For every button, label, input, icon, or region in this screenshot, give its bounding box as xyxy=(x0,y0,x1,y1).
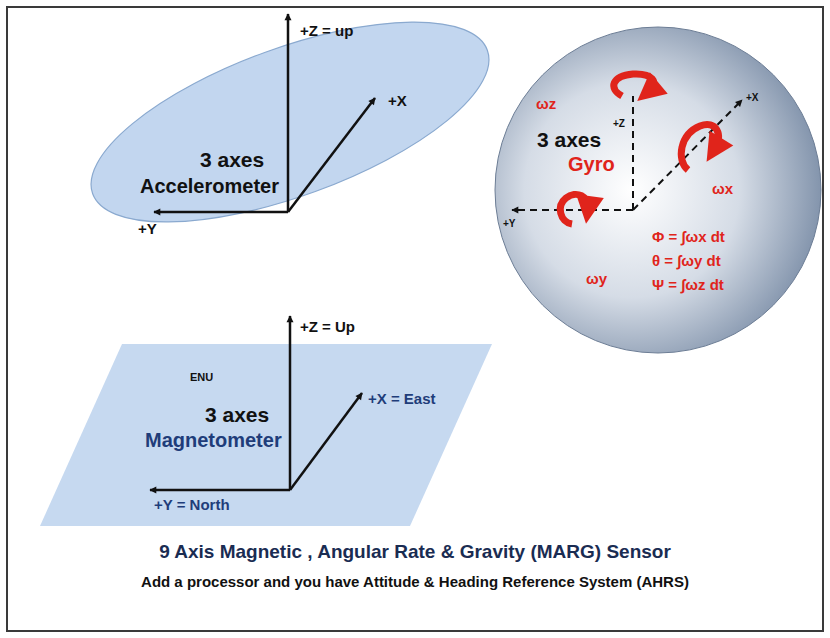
axis-label: +Z = Up xyxy=(300,318,355,335)
sensor-name: Gyro xyxy=(568,153,615,176)
axis-label: +Y xyxy=(503,218,516,230)
sensor-heading: 3 axes xyxy=(537,128,601,152)
rate-label: ωx xyxy=(712,180,733,197)
integral-equation: θ = ∫ωy dt xyxy=(652,252,721,269)
accelerometer-ellipse: 3 axesAccelerometer xyxy=(85,25,505,225)
rate-label: ωz xyxy=(536,95,556,112)
gyro-sphere-outline xyxy=(493,25,823,355)
axis-label: +Y = North xyxy=(154,496,230,513)
axis-label: +X xyxy=(746,92,759,104)
gyro-sphere: 3 axesGyro xyxy=(493,25,823,355)
integral-equation: Ψ = ∫ωz dt xyxy=(652,276,724,293)
sensor-heading: 3 axes xyxy=(200,148,264,172)
diagram-title: 9 Axis Magnetic , Angular Rate & Gravity… xyxy=(0,541,830,563)
axis-label: +X = East xyxy=(368,390,436,407)
sensor-name: Accelerometer xyxy=(140,175,279,198)
rate-label: ωy xyxy=(586,270,607,287)
axis-label: +Z = up xyxy=(300,22,353,39)
sensor-name: Magnetometer xyxy=(145,429,282,452)
magnetometer-plane: 3 axesMagnetometer xyxy=(40,340,495,530)
sensor-heading: 3 axes xyxy=(205,403,269,427)
frame-label: ENU xyxy=(190,371,213,384)
diagram-caption: Add a processor and you have Attitude & … xyxy=(0,573,830,590)
axis-label: +X xyxy=(388,92,407,109)
integral-equation: Φ = ∫ωx dt xyxy=(652,228,725,245)
axis-label: +Y xyxy=(138,220,157,237)
axis-label: +Z xyxy=(613,118,625,130)
